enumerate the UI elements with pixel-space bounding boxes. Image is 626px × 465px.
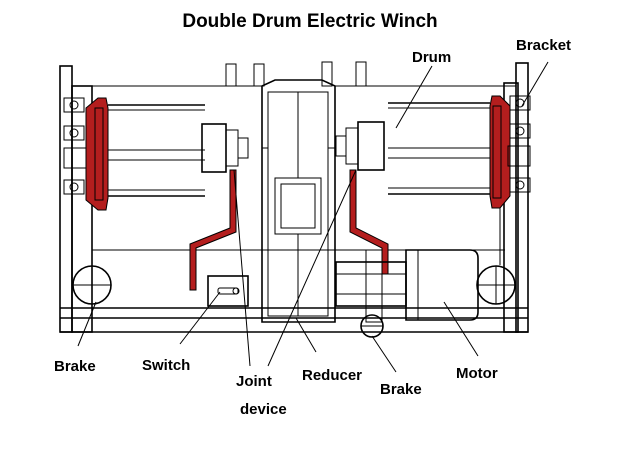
right-clutch-hub <box>335 135 347 157</box>
left-bracket <box>63 97 87 195</box>
left-drum <box>108 104 205 197</box>
left-clutch-collar <box>225 129 239 167</box>
right-clutch-collar <box>345 127 359 165</box>
reducer-gearbox <box>261 79 336 323</box>
right-bracket-block-2 <box>509 123 531 139</box>
switch-box <box>207 275 249 307</box>
left-clutch <box>201 123 249 173</box>
left-brake-band-shape <box>85 97 109 211</box>
right-brake-band <box>489 95 511 209</box>
left-bracket-block-1 <box>63 97 85 113</box>
label-drum: Drum <box>412 49 451 66</box>
diagram-title: Double Drum Electric Winch <box>182 11 437 32</box>
post-top-left-2 <box>253 63 265 87</box>
right-bolt-3 <box>515 180 525 190</box>
right-bracket-block-4 <box>509 177 531 193</box>
joint-leader-right <box>267 169 357 367</box>
switch-box-body <box>207 275 249 307</box>
right-brake-pulley <box>476 265 516 305</box>
motor-leader <box>443 301 479 357</box>
left-clutch-body <box>201 123 227 173</box>
brake-right-leader <box>371 335 397 373</box>
left-bolt-2 <box>69 128 79 138</box>
motor-brake <box>360 249 384 338</box>
right-clutch <box>335 121 385 171</box>
leader-lines <box>77 61 549 373</box>
label-joint-device-line2: device <box>240 401 287 418</box>
left-shift-lever <box>189 169 237 291</box>
right-bracket <box>507 95 531 193</box>
post-top-left <box>225 63 237 87</box>
left-brake-pulley <box>72 265 112 305</box>
label-reducer: Reducer <box>302 367 362 384</box>
motor-brake-disc <box>365 249 383 323</box>
drum-leader <box>395 65 433 129</box>
motor-body <box>405 249 479 321</box>
post-top-right <box>321 61 333 87</box>
right-bolt-2 <box>515 126 525 136</box>
label-brake-left: Brake <box>54 358 96 375</box>
brake-left-leader <box>77 301 97 347</box>
post-top-right-2 <box>355 61 367 87</box>
joint-device-levers <box>189 169 389 291</box>
left-bracket-block-3 <box>63 147 87 169</box>
right-clutch-body <box>357 121 385 171</box>
right-brake-drum-face <box>492 105 502 199</box>
motor-coupling-housing <box>335 261 407 307</box>
label-brake-right: Brake <box>380 381 422 398</box>
right-brake-band-shape <box>489 95 511 209</box>
left-bolt-3 <box>69 182 79 192</box>
left-bracket-block-4 <box>63 179 85 195</box>
left-brake-band <box>85 97 109 211</box>
switch-leader <box>179 291 221 345</box>
reducer-leader <box>295 317 317 353</box>
left-brake-drum-face <box>94 107 104 201</box>
reducer-window <box>274 177 322 235</box>
motor-assembly <box>335 249 479 321</box>
reducer-window-inner <box>280 183 316 229</box>
left-bracket-block-2 <box>63 125 85 141</box>
reducer-housing <box>261 79 336 323</box>
switch-knob <box>232 287 240 295</box>
label-switch: Switch <box>142 357 190 374</box>
label-bracket: Bracket <box>516 37 571 54</box>
right-bracket-block-3 <box>507 145 531 167</box>
joint-leader-left <box>233 169 251 367</box>
right-drum <box>388 102 490 195</box>
left-clutch-hub <box>237 137 249 159</box>
bracket-leader <box>521 61 549 107</box>
right-bracket-block-1 <box>509 95 531 111</box>
label-motor: Motor <box>456 365 498 382</box>
switch-handle <box>217 287 239 295</box>
label-joint-device-line1: Joint <box>236 373 272 390</box>
left-bolt-1 <box>69 100 79 110</box>
